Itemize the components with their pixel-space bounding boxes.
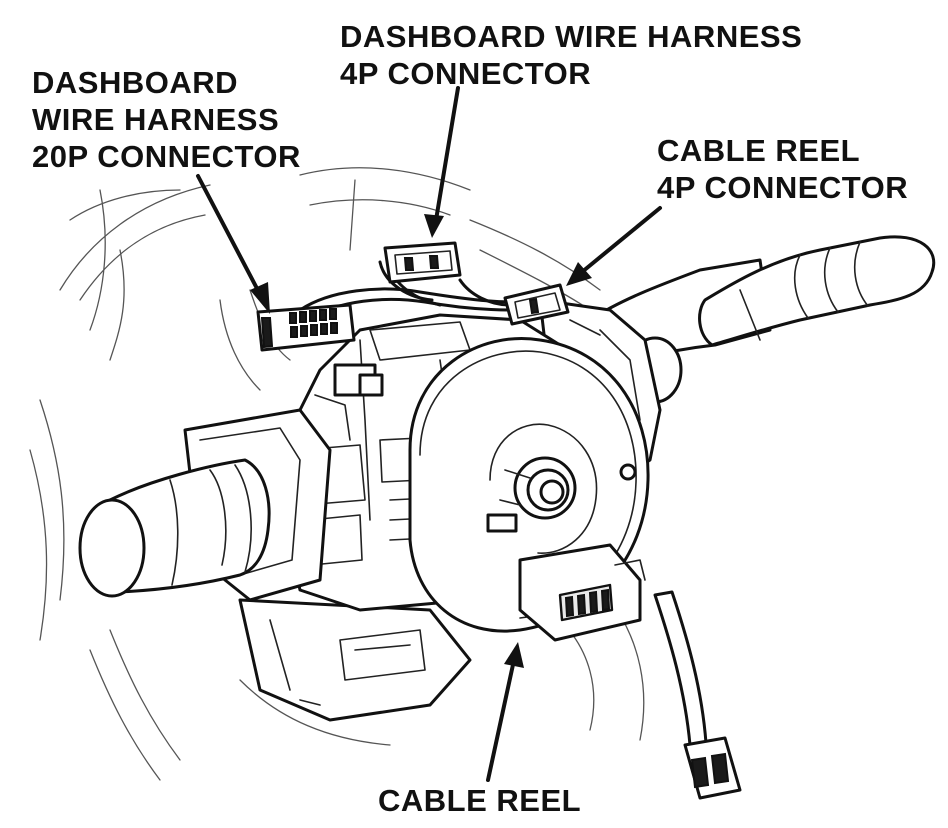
leader-cable-reel-4p-connector [566,206,662,286]
leader-dashboard-4p-connector [424,86,460,238]
label-line: 4P CONNECTOR [657,170,909,205]
connector-cable-reel-4p [503,283,570,326]
cable-reel-body [408,337,650,642]
background-dashboard-outline [29,167,645,781]
label-line: DASHBOARD WIRE HARNESS [340,19,803,54]
leader-20p-connector [196,174,270,314]
leader-cable-reel [486,642,524,782]
label-line: 20P CONNECTOR [32,139,301,174]
connector-dashboard-4p [383,241,462,284]
label-cable-reel-4p-connector: CABLE REEL 4P CONNECTOR [657,132,908,206]
lower-column-housing [238,598,472,722]
label-line: CABLE REEL [657,133,861,168]
cable-reel-lead-wire [653,590,742,800]
label-line: DASHBOARD [32,65,238,100]
connector-20p [256,303,356,352]
label-dashboard-wire-harness-20p-connector: DASHBOARD WIRE HARNESS 20P CONNECTOR [32,64,301,175]
label-dashboard-wire-harness-4p-connector: DASHBOARD WIRE HARNESS 4P CONNECTOR [340,18,802,92]
label-line: 4P CONNECTOR [340,56,592,91]
label-cable-reel: CABLE REEL [378,782,581,819]
label-line: CABLE REEL [378,783,582,818]
label-line: WIRE HARNESS [32,102,280,137]
light-switch-lever [78,408,332,602]
